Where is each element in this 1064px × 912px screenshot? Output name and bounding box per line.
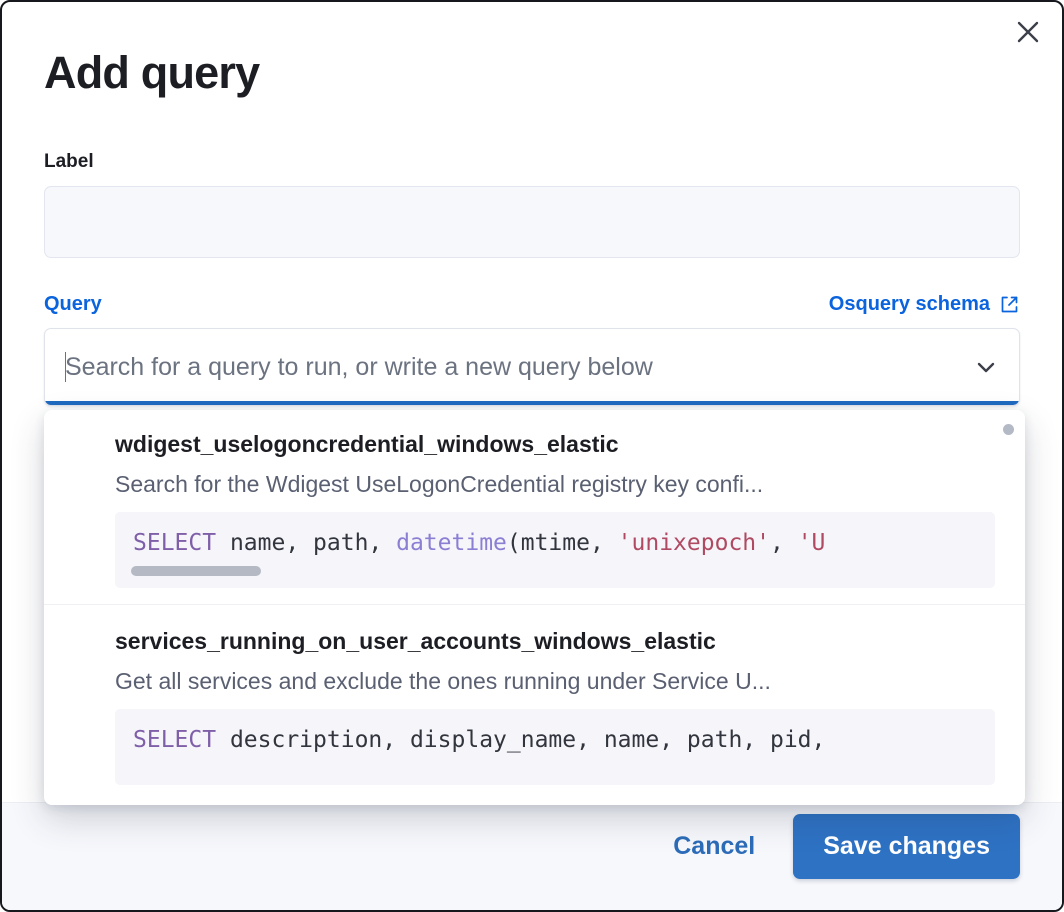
- page-title: Add query: [44, 47, 260, 98]
- osquery-schema-link-label: Osquery schema: [828, 293, 990, 315]
- suggestion-code-block: SELECT name, path, datetime(mtime, 'unix…: [115, 512, 995, 588]
- suggestion-title: services_running_on_user_accounts_window…: [115, 628, 716, 654]
- code-horizontal-scrollbar[interactable]: [131, 566, 261, 576]
- cancel-button[interactable]: Cancel: [655, 818, 773, 875]
- query-suggestions-dropdown[interactable]: wdigest_uselogoncredential_windows_elast…: [44, 410, 1025, 805]
- modal-footer: Cancel Save changes: [2, 802, 1062, 910]
- dropdown-scrollbar[interactable]: [1003, 424, 1014, 435]
- query-search-placeholder: Search for a query to run, or write a ne…: [65, 352, 653, 381]
- external-link-icon: [999, 294, 1020, 315]
- osquery-schema-link[interactable]: Osquery schema: [829, 292, 1020, 316]
- query-search-combobox[interactable]: Search for a query to run, or write a ne…: [44, 328, 1020, 406]
- label-field-label: Label: [44, 151, 94, 172]
- close-icon[interactable]: [1008, 12, 1048, 52]
- suggestion-code-block: SELECT description, display_name, name, …: [115, 709, 995, 785]
- list-item[interactable]: wdigest_uselogoncredential_windows_elast…: [44, 410, 1025, 588]
- list-item[interactable]: services_running_on_user_accounts_window…: [44, 604, 1025, 785]
- sql-code-line: SELECT description, display_name, name, …: [133, 727, 826, 753]
- label-input[interactable]: [44, 186, 1020, 258]
- query-field-legend: Query: [44, 293, 102, 315]
- query-header-row: Query Osquery schema: [44, 292, 1020, 316]
- query-combobox-wrapper: Search for a query to run, or write a ne…: [44, 328, 1025, 805]
- sql-code-line: SELECT name, path, datetime(mtime, 'unix…: [133, 530, 826, 556]
- suggestion-description: Get all services and exclude the ones ru…: [115, 668, 771, 694]
- save-changes-button[interactable]: Save changes: [793, 814, 1020, 879]
- suggestion-title: wdigest_uselogoncredential_windows_elast…: [115, 431, 619, 457]
- chevron-down-icon[interactable]: [971, 354, 1001, 380]
- suggestion-description: Search for the Wdigest UseLogonCredentia…: [115, 471, 764, 497]
- modal-body: Add query Label Query Osquery schema Sea…: [2, 2, 1062, 805]
- text-cursor: [65, 352, 66, 382]
